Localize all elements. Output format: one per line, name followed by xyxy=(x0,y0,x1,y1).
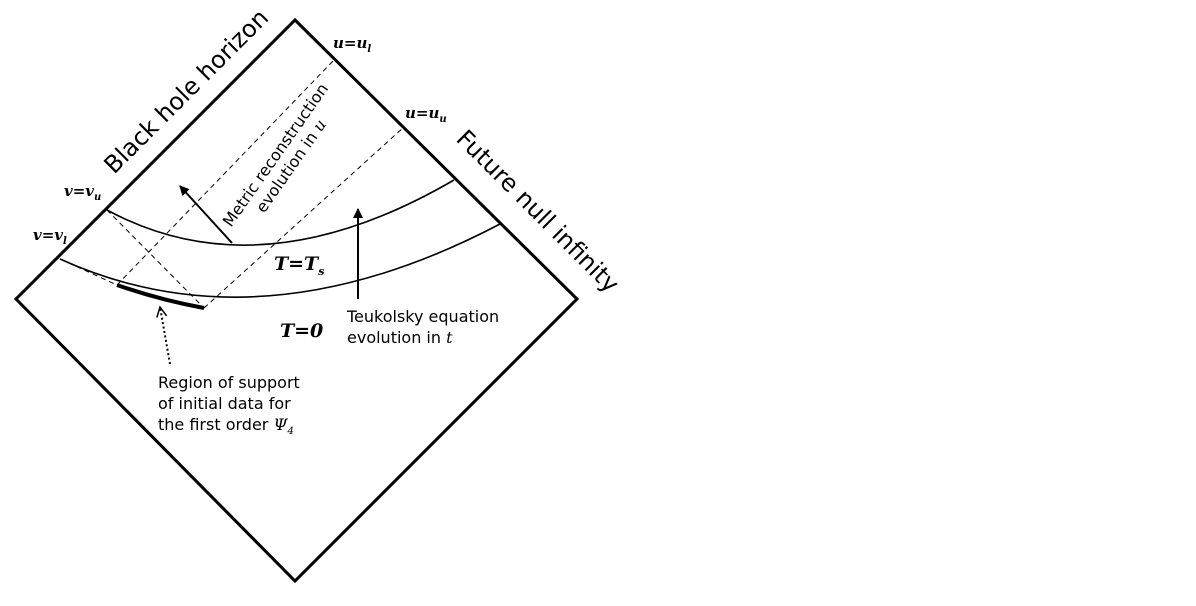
label-future-null-infinity: Future null infinity xyxy=(451,124,625,298)
teukolsky-line1: Teukolsky equation xyxy=(346,307,499,326)
region-line2: of initial data for xyxy=(158,394,291,413)
label-v-vu: v=vu xyxy=(64,182,101,203)
dashed-v-lower xyxy=(59,258,118,286)
metric-line1: Metric reconstruction xyxy=(219,80,332,230)
label-metric-reconstruction: Metric reconstruction evolution in u xyxy=(219,80,332,230)
label-v-vl: v=vl xyxy=(33,226,67,247)
slice-T0 xyxy=(59,223,501,298)
metric-arrow xyxy=(179,185,233,244)
label-u-ul: u=ul xyxy=(333,34,371,55)
support-region xyxy=(116,283,205,310)
label-u-uu: u=uu xyxy=(405,104,447,125)
label-T0: T=0 xyxy=(280,320,323,342)
teukolsky-line2: evolution in t xyxy=(347,328,453,347)
dashed-u-lower xyxy=(116,60,334,286)
dashed-v-upper xyxy=(106,209,205,309)
region-line1: Region of support xyxy=(158,373,300,392)
label-Ts: T=Ts xyxy=(274,253,324,278)
region-line3: the first order Ψ4 xyxy=(158,415,294,437)
slice-Ts xyxy=(106,179,455,246)
label-black-hole-horizon: Black hole horizon xyxy=(99,4,275,180)
region-pointer xyxy=(160,307,171,365)
penrose-diamond xyxy=(13,17,580,584)
